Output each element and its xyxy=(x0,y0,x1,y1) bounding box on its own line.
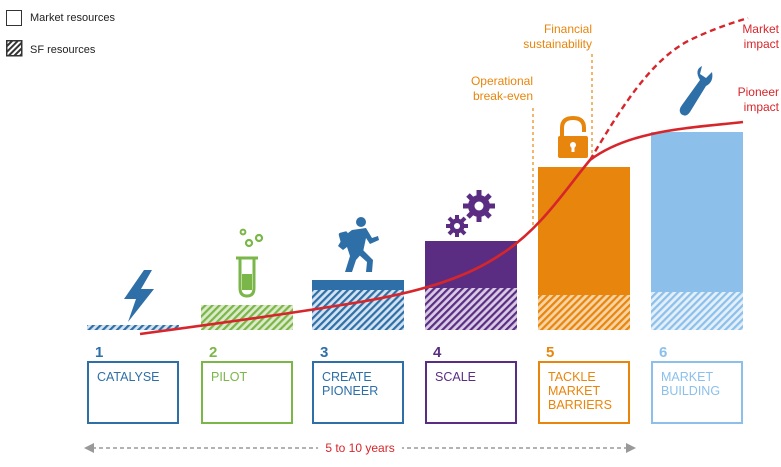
climber-icon xyxy=(338,217,379,272)
financial-sustainability-label: Financial sustainability xyxy=(523,22,592,51)
stage-6-sf-bar xyxy=(651,292,743,330)
padlock-icon xyxy=(558,115,588,158)
timeline-left-arrow xyxy=(84,443,94,453)
stage-5-market-bar xyxy=(538,167,630,295)
stage-4-sf-bar xyxy=(425,288,517,330)
stage-4-number: 4 xyxy=(433,344,442,361)
legend-sf-swatch xyxy=(6,40,23,57)
stage-1-box: CATALYSE xyxy=(87,361,179,424)
stage-3-box: CREATE PIONEER xyxy=(312,361,404,424)
test-tube-icon xyxy=(236,228,264,298)
legend-market-swatch xyxy=(6,10,22,26)
stage-5-number: 5 xyxy=(546,344,555,361)
stage-3-number: 3 xyxy=(320,344,329,361)
operational-breakeven-label: Operational break-even xyxy=(470,74,533,103)
stage-6-market-bar xyxy=(651,132,743,292)
stage-1-sf-bar xyxy=(87,325,179,330)
stage-2-box: PILOT xyxy=(201,361,293,424)
pioneer-impact-label: Pioneer impact xyxy=(737,85,779,114)
market-impact-label: Market impact xyxy=(742,22,779,51)
legend-market-label: Market resources xyxy=(30,12,115,24)
stage-5-box: TACKLE MARKET BARRIERS xyxy=(538,361,630,424)
stage-3-market-bar xyxy=(312,280,404,290)
stage-2-number: 2 xyxy=(209,344,218,361)
gears-icon xyxy=(446,190,495,237)
stage-6-box: MARKET BUILDING xyxy=(651,361,743,424)
timeline-label: 5 to 10 years xyxy=(325,441,395,455)
lightning-icon xyxy=(124,270,154,322)
stage-1-number: 1 xyxy=(95,344,104,361)
wrench-icon xyxy=(679,66,713,116)
stage-6-number: 6 xyxy=(659,344,668,361)
timeline-right-arrow xyxy=(626,443,636,453)
stage-4-box: SCALE xyxy=(425,361,517,424)
stage-2-sf-bar xyxy=(201,305,293,330)
legend-sf-label: SF resources xyxy=(30,44,96,56)
stage-5-sf-bar xyxy=(538,295,630,330)
pioneer-impact-curve xyxy=(139,120,744,336)
market-impact-curve xyxy=(588,16,749,161)
stage-4-market-bar xyxy=(425,241,517,288)
